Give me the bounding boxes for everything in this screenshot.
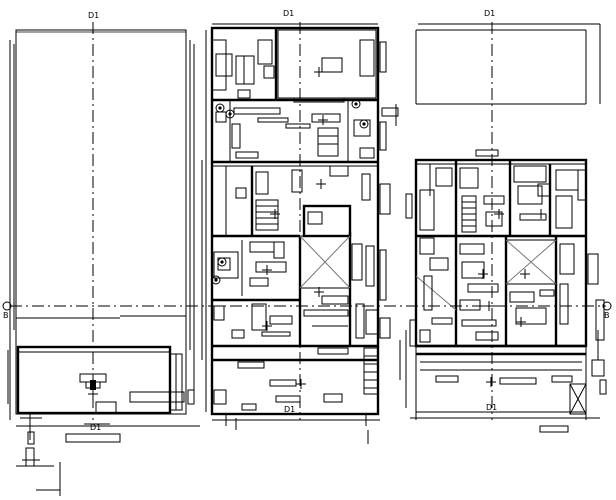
grid-tag: D1 [484,9,495,18]
light-symbol [536,209,546,219]
grid-tags: D1 D1 D1 D1 D1 D1 B B [3,9,610,432]
grid-tag: B [3,311,9,320]
plant-symbol [215,103,225,113]
furniture-symbols [88,67,546,399]
light-symbol [318,115,328,125]
grid-tag: D1 [284,405,295,414]
light-symbol [484,301,494,311]
plant-symbol [225,109,235,119]
light-symbol [486,377,496,387]
left-block [7,22,195,467]
light-symbol [314,287,324,297]
light-symbol [316,179,326,189]
light-symbol [520,269,530,279]
light-symbol [296,379,306,389]
light-symbol [516,317,526,327]
plant-symbol [217,257,227,267]
middle-block [201,22,399,426]
right-block [399,22,607,433]
light-symbol [262,265,272,275]
light-symbol [314,67,324,77]
light-symbol [270,209,280,219]
bottom-dimensions [16,417,600,496]
light-symbol [262,321,272,331]
grid-tag: D1 [486,403,497,412]
plant-symbol [359,119,369,129]
light-symbol [478,269,488,279]
plant-symbol [211,275,221,285]
section-axis [2,301,612,311]
grid-tag: D1 [90,423,101,432]
light-symbol [494,209,504,219]
grid-tag: D1 [283,9,294,18]
light-symbol [88,389,98,399]
plant-symbol [351,99,361,109]
grid-tag: B [604,311,610,320]
grid-tag: D1 [88,11,99,20]
